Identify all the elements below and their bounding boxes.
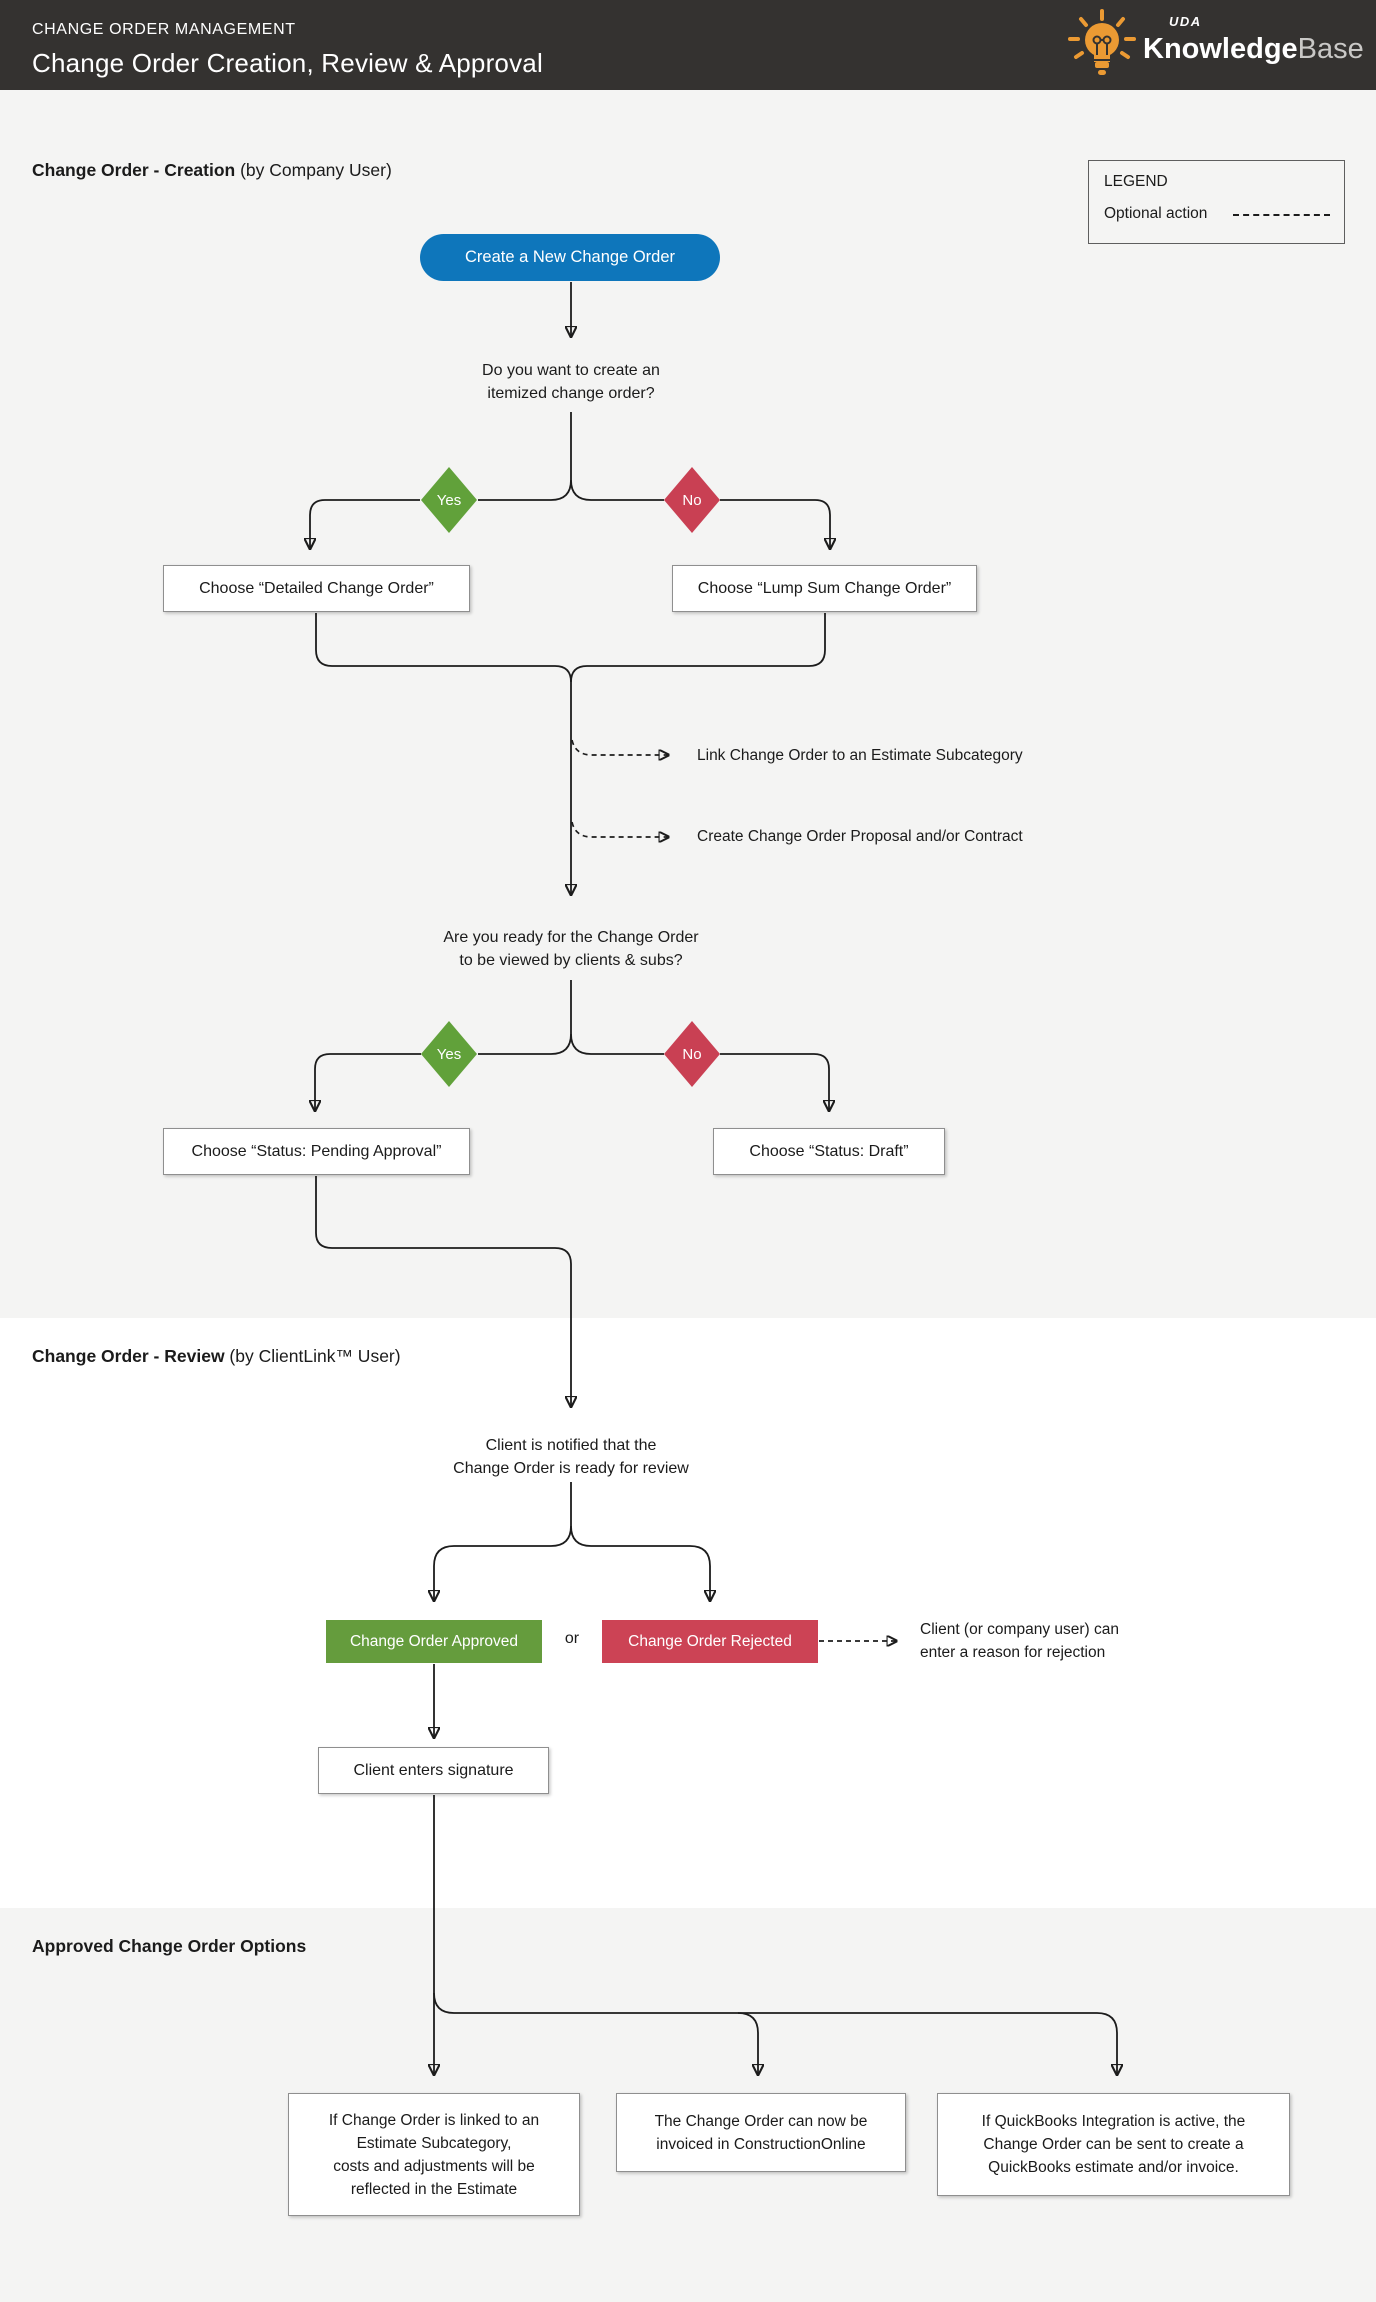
section-heading-review-subtitle: (by ClientLink™ User): [224, 1346, 401, 1366]
section-heading-approved: Approved Change Order Options: [32, 1936, 307, 1956]
page-title: Change Order Creation, Review & Approval: [32, 48, 543, 78]
optional-link-estimate-subcategory-label: Link Change Order to an Estimate Subcate…: [697, 747, 1023, 764]
section-creation-background: [0, 90, 1376, 1318]
optional-create-proposal-contract-label: Create Change Order Proposal and/or Cont…: [697, 828, 1023, 845]
box-outcome-quickbooks-integration: If QuickBooks Integration is active, the…: [937, 2093, 1290, 2196]
box-detailed-change-order: Choose “Detailed Change Order”: [163, 565, 470, 612]
label-or: or: [564, 1630, 580, 1647]
legend-dashed-line: [1233, 214, 1330, 216]
question-itemized-change-order: Do you want to create an itemized change…: [482, 362, 660, 402]
box-client-enters-signature: Client enters signature: [318, 1747, 549, 1794]
section-heading-creation-title: Change Order - Creation: [32, 160, 236, 180]
section-heading-creation-subtitle: (by Company User): [235, 160, 392, 180]
box-change-order-rejected: Change Order Rejected: [602, 1620, 818, 1663]
box-change-order-approved: Change Order Approved: [326, 1620, 542, 1663]
legend-row-optional: Optional action: [1104, 205, 1330, 223]
lightbulb-icon: [1068, 9, 1136, 75]
logo-knowledge: Knowledge: [1143, 33, 1298, 65]
legend-title: LEGEND: [1104, 173, 1168, 190]
box-status-draft: Choose “Status: Draft”: [713, 1128, 945, 1175]
eyebrow-title: CHANGE ORDER MANAGEMENT: [32, 21, 296, 38]
label-rejection-reason-note: Client (or company user) can enter a rea…: [920, 1621, 1119, 1661]
section-review-background: [0, 1318, 1376, 1908]
box-outcome-estimate-adjustments: If Change Order is linked to an Estimate…: [288, 2093, 580, 2216]
section-heading-creation: Change Order - Creation (by Company User…: [32, 160, 392, 181]
legend-optional-label: Optional action: [1104, 205, 1208, 222]
section-heading-review: Change Order - Review (by ClientLink™ Us…: [32, 1346, 401, 1367]
header-bar: [0, 0, 1376, 90]
section-heading-review-title: Change Order - Review: [32, 1346, 225, 1366]
question-ready-for-viewing: Are you ready for the Change Order to be…: [443, 929, 699, 969]
knowledgebase-logo: KnowledgeBase: [1143, 33, 1364, 66]
legend-box: LEGEND Optional action: [1088, 160, 1345, 244]
label-client-notified: Client is notified that the Change Order…: [453, 1437, 689, 1477]
logo-base: Base: [1297, 33, 1364, 65]
box-outcome-invoice-constructiononline: The Change Order can now be invoiced in …: [616, 2093, 906, 2172]
box-status-pending-approval: Choose “Status: Pending Approval”: [163, 1128, 470, 1175]
logo-uda: UDA: [1169, 14, 1202, 29]
box-lump-sum-change-order: Choose “Lump Sum Change Order”: [672, 565, 977, 612]
create-new-change-order-button: Create a New Change Order: [420, 234, 720, 281]
